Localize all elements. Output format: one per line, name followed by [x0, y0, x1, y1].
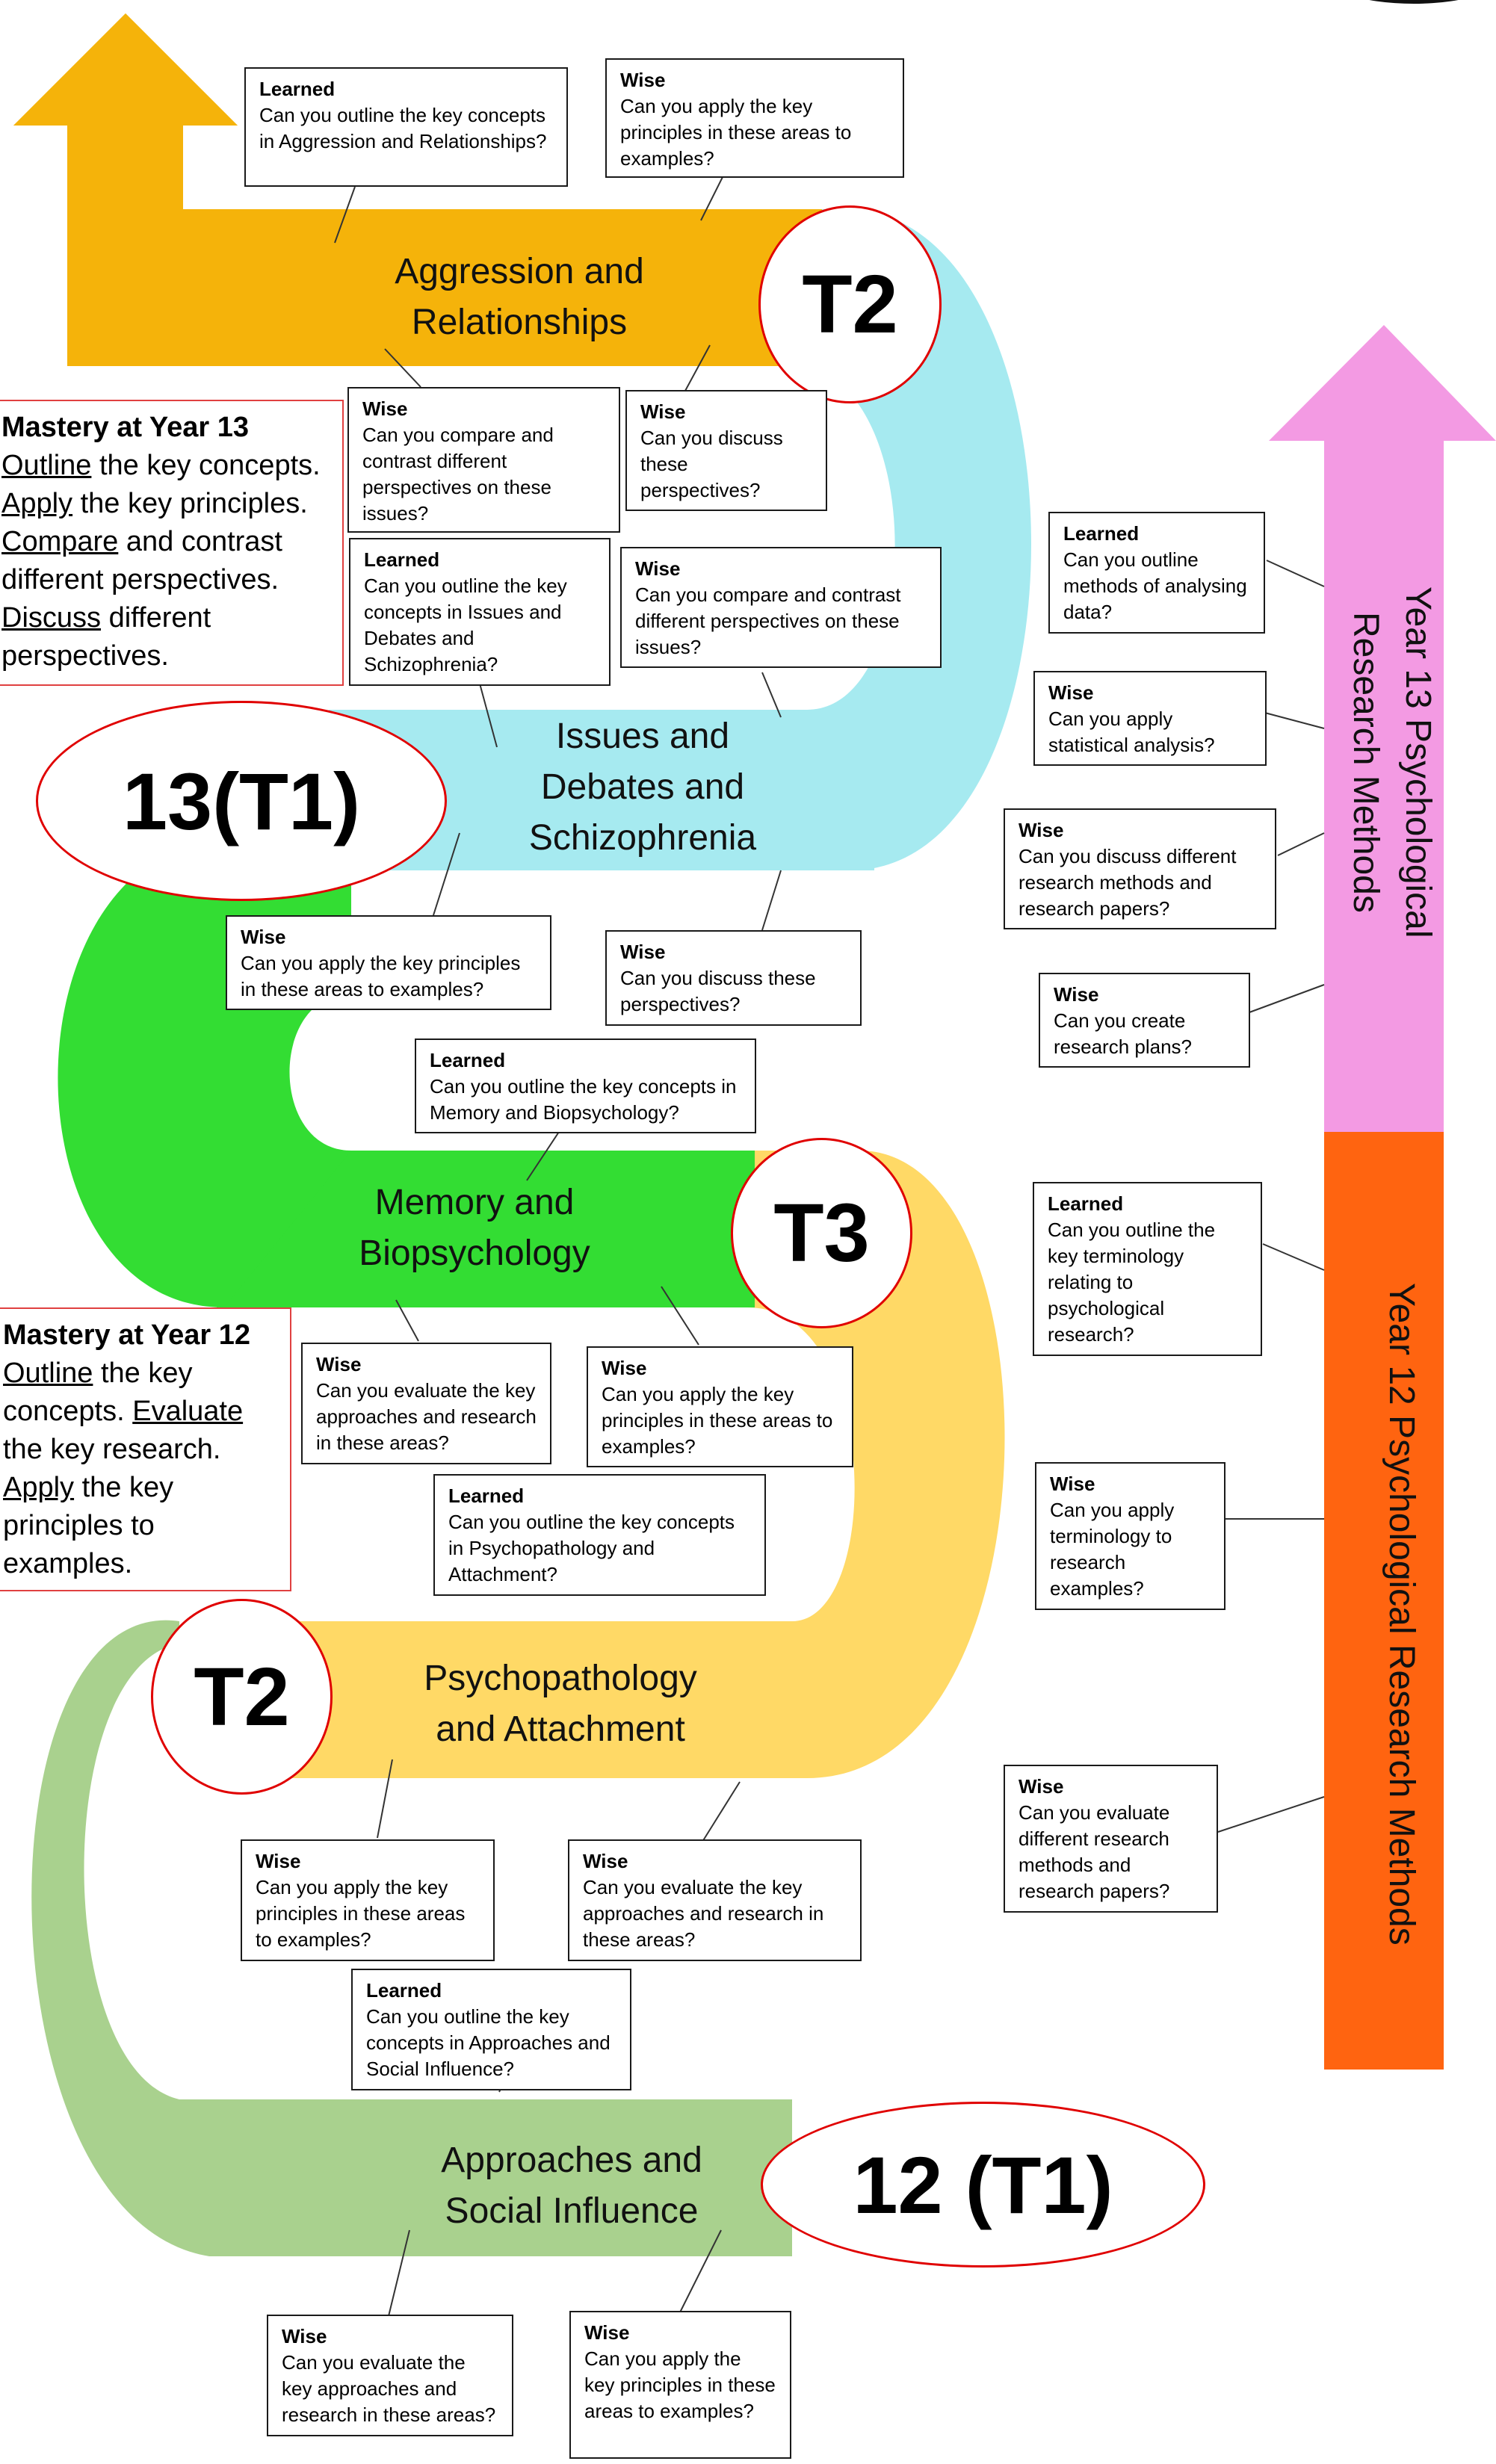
bar-year13-rm — [1324, 504, 1444, 1132]
term-badge-13-t2: T2 — [758, 205, 942, 403]
band-memory — [217, 1151, 755, 1307]
topic-approaches: Approaches and Social Influence — [441, 2140, 702, 2231]
band-aggression — [67, 209, 822, 366]
topic-psychopathology: Psychopathology and Attachment — [424, 1659, 697, 1749]
band-approaches — [31, 1620, 792, 2256]
label-year13-research-methods: Year 13 Psychological Research Methods — [1346, 586, 1438, 938]
arrowhead-rm — [1269, 325, 1496, 441]
topic-memory: Memory and Biopsychology — [359, 1183, 590, 1273]
topic-aggression: Aggression and Relationships — [395, 252, 644, 342]
band-issues — [329, 710, 874, 870]
bar-year12-rm — [1324, 1132, 1444, 2070]
school-logo — [1302, 0, 1496, 15]
band-psychopathology — [188, 1621, 871, 1778]
label-year12-research-methods: Year 12 Psychological Research Methods — [1382, 1282, 1421, 1945]
term-badge-12-t2: T2 — [151, 1599, 333, 1795]
term-badge-12-t3: T3 — [731, 1138, 912, 1328]
term-badge-12-t1: 12 (T1) — [761, 2102, 1205, 2268]
term-badge-13-t1: 13(T1) — [36, 701, 447, 901]
topic-issues: Issues and Debates and Schizophrenia — [528, 716, 757, 858]
